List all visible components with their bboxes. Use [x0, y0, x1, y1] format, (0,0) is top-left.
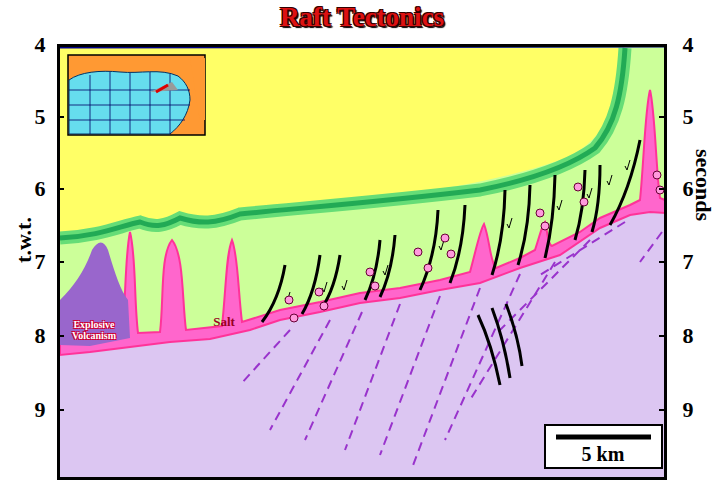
basement-structures	[240, 222, 662, 468]
axis-value: 8	[35, 323, 46, 349]
basement-faults	[478, 304, 522, 385]
axis-value: 8	[683, 323, 694, 349]
axis-title: t.w.t.	[11, 217, 37, 263]
axis-value: 4	[35, 32, 46, 58]
marker-band	[60, 48, 625, 238]
marker-band-core	[60, 48, 625, 238]
region-label: Explosive Volcanism	[63, 319, 125, 341]
volcanic-body	[60, 243, 130, 347]
sediment-ground	[59, 46, 665, 478]
scale-bar	[556, 435, 651, 440]
axis-value: 5	[683, 104, 694, 130]
frame	[59, 46, 666, 479]
axis-value: 5	[35, 104, 46, 130]
fault-arrows	[285, 160, 630, 302]
scale-box	[545, 425, 662, 468]
region-label: Salt	[213, 314, 235, 330]
axis-value: 7	[683, 249, 694, 275]
listric-faults	[262, 140, 640, 322]
markers	[285, 171, 664, 322]
inset-map	[68, 55, 205, 135]
axis-value: 4	[683, 32, 694, 58]
axis-value: 9	[683, 397, 694, 423]
axis-value: 7	[35, 249, 46, 275]
axis-value: 6	[35, 176, 46, 202]
axis-value: 9	[35, 397, 46, 423]
scale-label: 5 km	[582, 443, 625, 466]
title: Raft Tectonics	[280, 2, 444, 33]
axis-ticks	[58, 117, 665, 410]
axis-title: seconds	[690, 149, 716, 221]
